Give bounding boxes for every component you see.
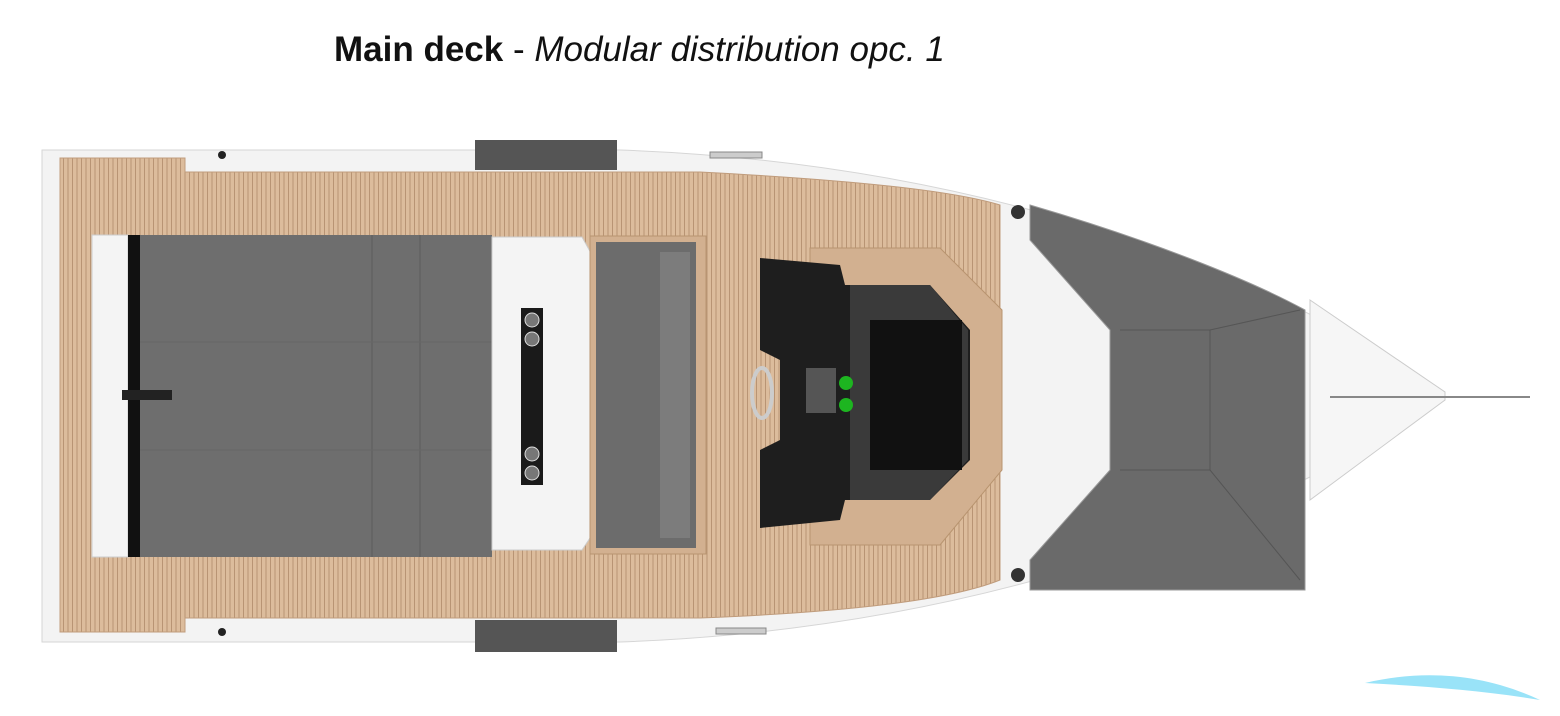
- console-top: [870, 320, 962, 470]
- bow-well-inner: [1120, 309, 1301, 581]
- burner-icon: [524, 331, 540, 347]
- hatch: [715, 627, 767, 635]
- bow-tip: [1309, 299, 1446, 501]
- cleat-icon: [218, 151, 226, 159]
- side-panel-bottom: [475, 620, 617, 652]
- steering-wheel-icon: [750, 366, 774, 420]
- title-bold: Main deck: [334, 30, 504, 69]
- sunbed-cushion: [140, 235, 492, 557]
- bench-backrest: [660, 252, 690, 538]
- indicator-light-icon: [839, 376, 853, 390]
- burner-icon: [524, 465, 540, 481]
- title-separator: -: [503, 30, 535, 69]
- side-panel-top: [475, 140, 617, 170]
- bow-well: [1029, 204, 1306, 591]
- cooktop: [521, 308, 543, 485]
- burner-icon: [524, 312, 540, 328]
- cleat-icon: [1011, 568, 1025, 582]
- indicator-light-icon: [839, 398, 853, 412]
- wave-logo-icon: [1365, 675, 1540, 700]
- burner-icon: [524, 446, 540, 462]
- cleat-icon: [218, 628, 226, 636]
- title-italic: Modular distribution opc. 1: [534, 30, 945, 69]
- hatch: [709, 151, 763, 159]
- page-title: Main deck - Modular distribution opc. 1: [334, 30, 945, 70]
- display-screen: [806, 368, 836, 413]
- cleat-icon: [1011, 205, 1025, 219]
- table-pedestal: [122, 390, 172, 400]
